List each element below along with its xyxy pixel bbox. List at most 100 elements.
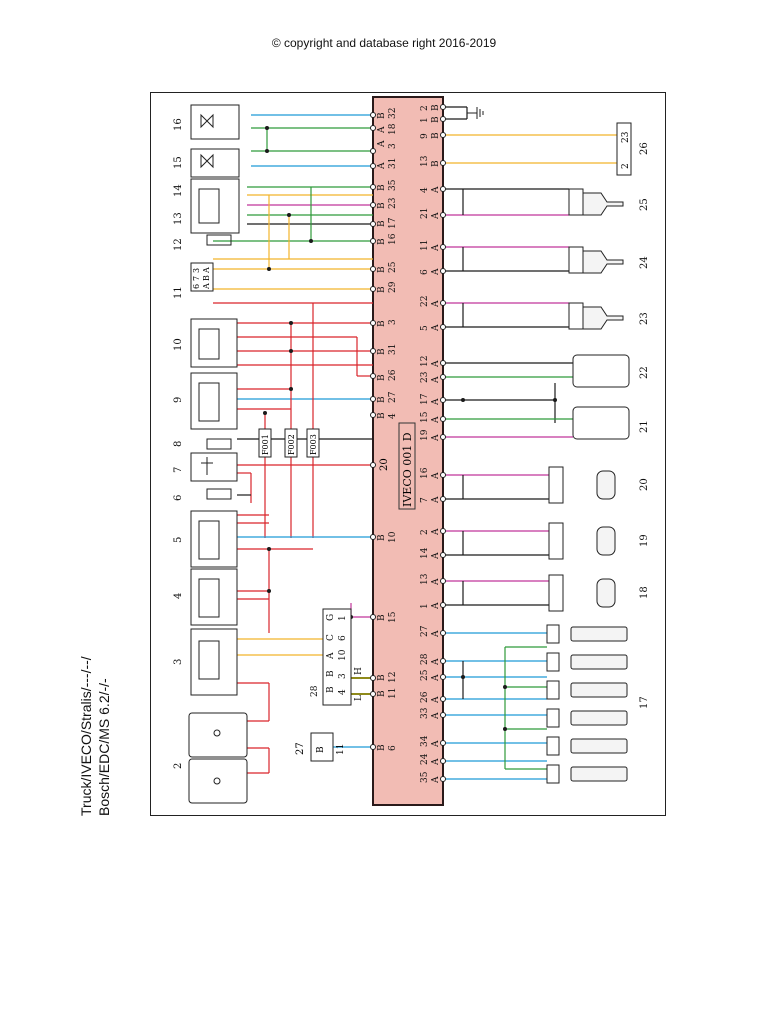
- pin-r-19: 14: [420, 547, 430, 559]
- injector-4: [546, 708, 560, 728]
- comp-25-box: [568, 188, 584, 216]
- pin-r-letter-2: B: [431, 116, 441, 123]
- pin-l-15: 4: [388, 413, 398, 419]
- comp-num-21: 21: [639, 420, 650, 433]
- conn-28-letter-5: B: [326, 686, 336, 693]
- ecu-pin-markers: [370, 104, 446, 782]
- diagram-frame: IVECO 001 D 20: [150, 92, 666, 816]
- fuse-f001: [258, 428, 272, 458]
- pin-bl-1: 10: [388, 531, 398, 543]
- pin-r-letter-19: A: [431, 552, 441, 560]
- pin-r-letter-4: B: [431, 160, 441, 167]
- pin-r-letter-7: A: [431, 244, 441, 252]
- comp-15-box: [190, 148, 240, 178]
- pin-l-9: 25: [388, 261, 398, 273]
- comp-11-pin-3: 6: [192, 284, 201, 289]
- ecu-pin-labels-left: 32 18 3 31 35 23 17 16 25 29 3 31 26 27 …: [388, 108, 398, 419]
- pin-bl-letter-3: B: [377, 674, 387, 681]
- comp-11-pin-1: 3: [192, 268, 201, 273]
- fuse-label-3: F003: [309, 434, 318, 455]
- comp-27-name: 27: [295, 742, 306, 755]
- comp-num-8: 8: [173, 441, 184, 447]
- ecu-pin-letters-right: B B B B A A A A A A A A A A A A A A A A …: [431, 104, 441, 784]
- pin-l-letter-12: B: [377, 348, 387, 355]
- comp-14-13-box: [190, 178, 240, 234]
- pin-r-12: 23: [420, 371, 430, 383]
- pin-l-14: 27: [388, 391, 398, 403]
- pin-r-1: 2: [420, 105, 430, 111]
- pin-r-letter-23: A: [431, 658, 441, 666]
- comp-28-box: [322, 608, 352, 706]
- pin-r-letter-26: A: [431, 712, 441, 720]
- pin-l-5: 35: [388, 179, 398, 191]
- comp-11-letter-1: A: [202, 267, 211, 274]
- comp-2b-box: [188, 758, 248, 804]
- comp-num-24: 24: [639, 256, 650, 269]
- component-numbers-right: 26 25 24 23 22 21 20 19 18 17: [639, 142, 650, 709]
- comp-num-20: 20: [639, 478, 650, 491]
- pin-r-17: 7: [420, 497, 430, 503]
- pin-r-13: 17: [420, 393, 430, 405]
- pin-r-27: 34: [420, 735, 430, 747]
- pin-r-11: 12: [420, 356, 430, 367]
- conn-28-pin-3: 10: [338, 649, 348, 661]
- comp-3-box: [190, 628, 238, 696]
- pin-r-letter-1: B: [431, 104, 441, 111]
- comp-num-10: 10: [173, 338, 184, 351]
- component-numbers-left: 16 15 14 13 12 11 10 9 8 7 6 5 4 3 2: [173, 118, 184, 769]
- pin-l-letter-15: B: [377, 412, 387, 419]
- pin-r-8: 6: [420, 269, 430, 275]
- conn-28-letter-2: C: [326, 634, 336, 641]
- pin-r-14: 15: [420, 411, 430, 423]
- comp-num-17: 17: [639, 696, 650, 709]
- comp-num-23: 23: [639, 312, 650, 325]
- ecu-pin-labels-bottom-left: 10 15 12 11 6 B B B B B: [377, 531, 398, 751]
- pin-bl-5: 6: [388, 745, 398, 751]
- pin-r-letter-27: A: [431, 740, 441, 748]
- pin-l-letter-13: B: [377, 374, 387, 381]
- pin-l-letter-10: B: [377, 286, 387, 293]
- pin-r-letter-9: A: [431, 300, 441, 308]
- comp-num-6: 6: [173, 495, 184, 501]
- pin-l-6: 23: [388, 197, 398, 209]
- vehicle-title: Truck/IVECO/Stralis/---/--/ Bosch/EDC/MS…: [76, 640, 116, 820]
- comp-26-pin-bottom: 2: [621, 163, 631, 169]
- pin-l-letter-8: B: [377, 238, 387, 245]
- injector-1: [546, 624, 560, 644]
- pin-l-letter-6: B: [377, 202, 387, 209]
- comp-num-4: 4: [173, 593, 184, 599]
- sensor-bodies: [570, 192, 628, 782]
- pin-l-letter-9: B: [377, 266, 387, 273]
- injector-5: [546, 736, 560, 756]
- pin-r-letter-20: A: [431, 578, 441, 586]
- comp-num-13: 13: [173, 212, 184, 225]
- connector-28-labels: G C A B B 1 6 10 3 4 28 H L: [310, 614, 364, 701]
- pin-r-3: 9: [420, 133, 430, 139]
- pin-r-letter-11: A: [431, 360, 441, 368]
- vehicle-title-line-1: Truck/IVECO/Stralis/---/--/: [78, 656, 94, 816]
- conn-28-name: 28: [310, 685, 320, 697]
- pin-bl-letter-1: B: [377, 534, 387, 541]
- pin-r-letter-16: A: [431, 472, 441, 480]
- pin-r-letter-17: A: [431, 496, 441, 504]
- pin-r-letter-8: A: [431, 268, 441, 276]
- pin-bl-letter-2: B: [377, 614, 387, 621]
- comp-18-box: [548, 574, 564, 612]
- pin-r-2: 1: [420, 117, 430, 123]
- pin-r-letter-15: A: [431, 434, 441, 442]
- pin-r-26: 33: [420, 707, 430, 719]
- pin-r-letter-14: A: [431, 416, 441, 424]
- pin-r-9: 22: [420, 296, 430, 307]
- conn-28-letter-1: G: [326, 614, 336, 621]
- pin-r-letter-18: A: [431, 528, 441, 536]
- pin-l-letter-14: B: [377, 396, 387, 403]
- copyright-notice: © copyright and database right 2016-2019: [271, 36, 497, 50]
- comp-num-16: 16: [173, 118, 184, 131]
- pin-l-letter-5: B: [377, 184, 387, 191]
- fuse-group: F001 F002 F003: [258, 428, 320, 458]
- pin-r-letter-21: A: [431, 602, 441, 610]
- pin-l-letter-4: A: [377, 162, 387, 170]
- pin-l-letter-3: A: [377, 140, 387, 148]
- pin-l-letter-7: B: [377, 220, 387, 227]
- comp-11-letter-2: B: [202, 275, 211, 281]
